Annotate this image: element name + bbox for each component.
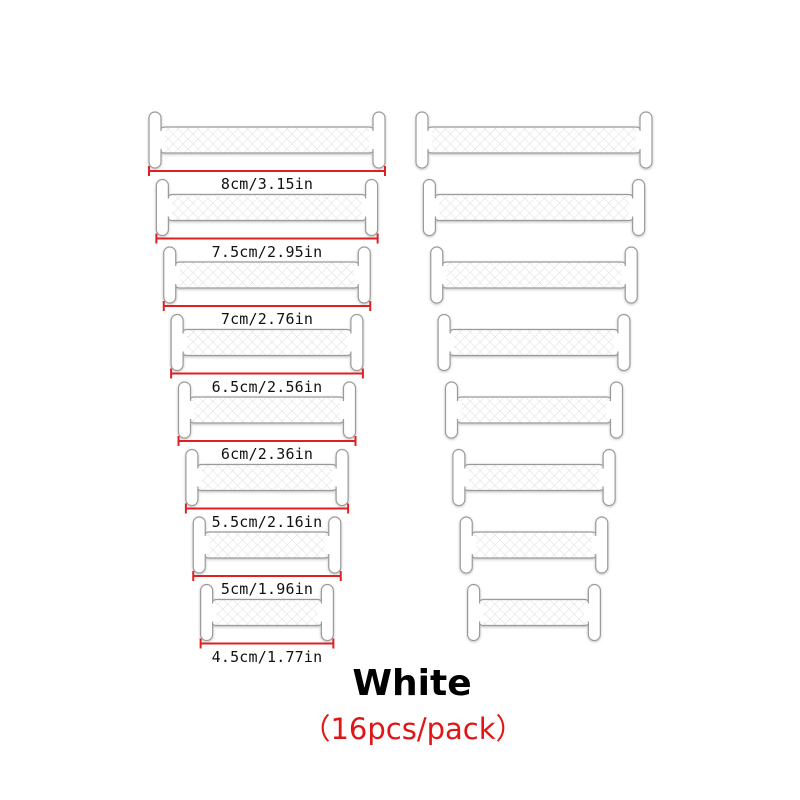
color-name-title: White [352,663,472,704]
size-label: 6.5cm/2.56in [211,377,323,396]
unmeasured-laces-column [415,111,653,642]
size-label: 6cm/2.36in [220,445,314,463]
lace-unmeasured [444,381,624,439]
lace-unmeasured [430,246,638,304]
size-label: 5.5cm/2.16in [211,512,323,531]
lace-measured [155,178,379,237]
size-label: 4.5cm/1.77in [211,647,323,666]
size-label: 7cm/2.76in [220,310,314,328]
measure-line [192,571,342,581]
lace-measured [148,111,386,169]
measure-line [148,166,386,176]
lace-unmeasured [437,313,631,372]
measure-line [155,233,379,244]
measured-laces-column [148,111,386,649]
measure-line [184,503,350,514]
size-label: 8cm/3.15in [220,175,314,193]
lace-unmeasured [415,111,653,169]
size-label: 7.5cm/2.95in [211,242,323,261]
lace-measured [170,313,364,372]
lace-unmeasured [422,178,646,237]
lace-measured [163,246,371,304]
lace-unmeasured [467,583,601,642]
measure-line [162,301,372,311]
measure-line [177,436,357,446]
lace-measured [177,381,357,439]
measure-line [170,368,364,379]
measure-line [199,638,335,649]
size-label: 5cm/1.96in [220,580,314,598]
lace-measured [200,583,334,642]
pack-quantity-note: （16pcs/pack） [301,712,525,746]
lace-measured [185,448,349,507]
lace-unmeasured [452,448,616,507]
lace-unmeasured [459,516,609,574]
lace-measured [192,516,342,574]
